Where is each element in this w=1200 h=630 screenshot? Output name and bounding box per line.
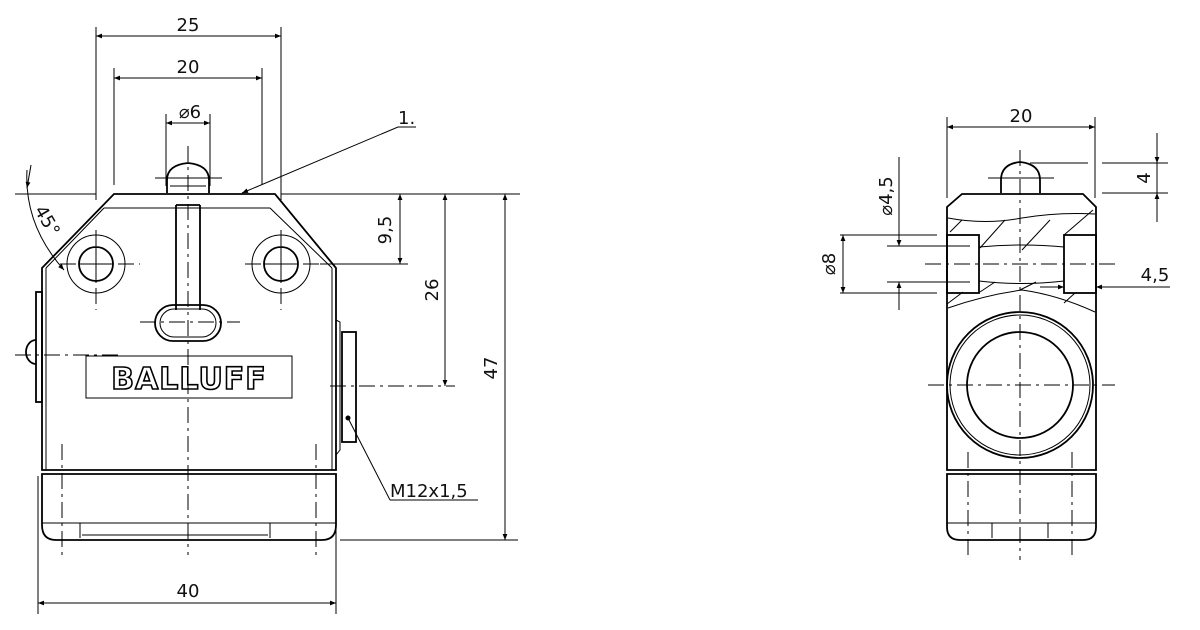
dim-overall-height: 47 xyxy=(481,357,502,380)
callout-1: 1. xyxy=(398,108,415,129)
dim-overall-width: 40 xyxy=(177,581,200,602)
dim-side-width: 20 xyxy=(1010,106,1033,127)
dim-plunger-diameter: ⌀6 xyxy=(179,102,201,123)
dim-plunger-height: 4 xyxy=(1134,172,1155,183)
side-view: 20 4 ⌀4,5 ⌀8 4,5 xyxy=(819,106,1170,560)
brand-logo: BALLUFF xyxy=(111,362,267,397)
base-block xyxy=(41,473,337,541)
dim-overall-top-width: 25 xyxy=(177,15,200,36)
connector-face xyxy=(946,311,1094,459)
side-housing-outline xyxy=(946,193,1097,471)
dim-hole-diameter: ⌀4,5 xyxy=(876,176,897,215)
plunger xyxy=(166,162,210,193)
dim-hole-to-top: 9,5 xyxy=(375,216,396,245)
dim-actuator-to-center: 26 xyxy=(422,279,443,302)
logo-frame xyxy=(85,355,293,399)
front-view: BALLUFF 25 20 ⌀6 xyxy=(15,15,520,614)
dim-thread: M12x1,5 xyxy=(390,481,468,502)
housing-outline xyxy=(41,193,337,471)
dim-counterbore-diameter: ⌀8 xyxy=(819,253,840,275)
dim-hole-spacing: 20 xyxy=(177,57,200,78)
dim-counterbore-depth: 4,5 xyxy=(1141,265,1170,286)
dim-chamfer-angle: 45° xyxy=(30,202,64,240)
connector-m12 xyxy=(341,331,357,443)
